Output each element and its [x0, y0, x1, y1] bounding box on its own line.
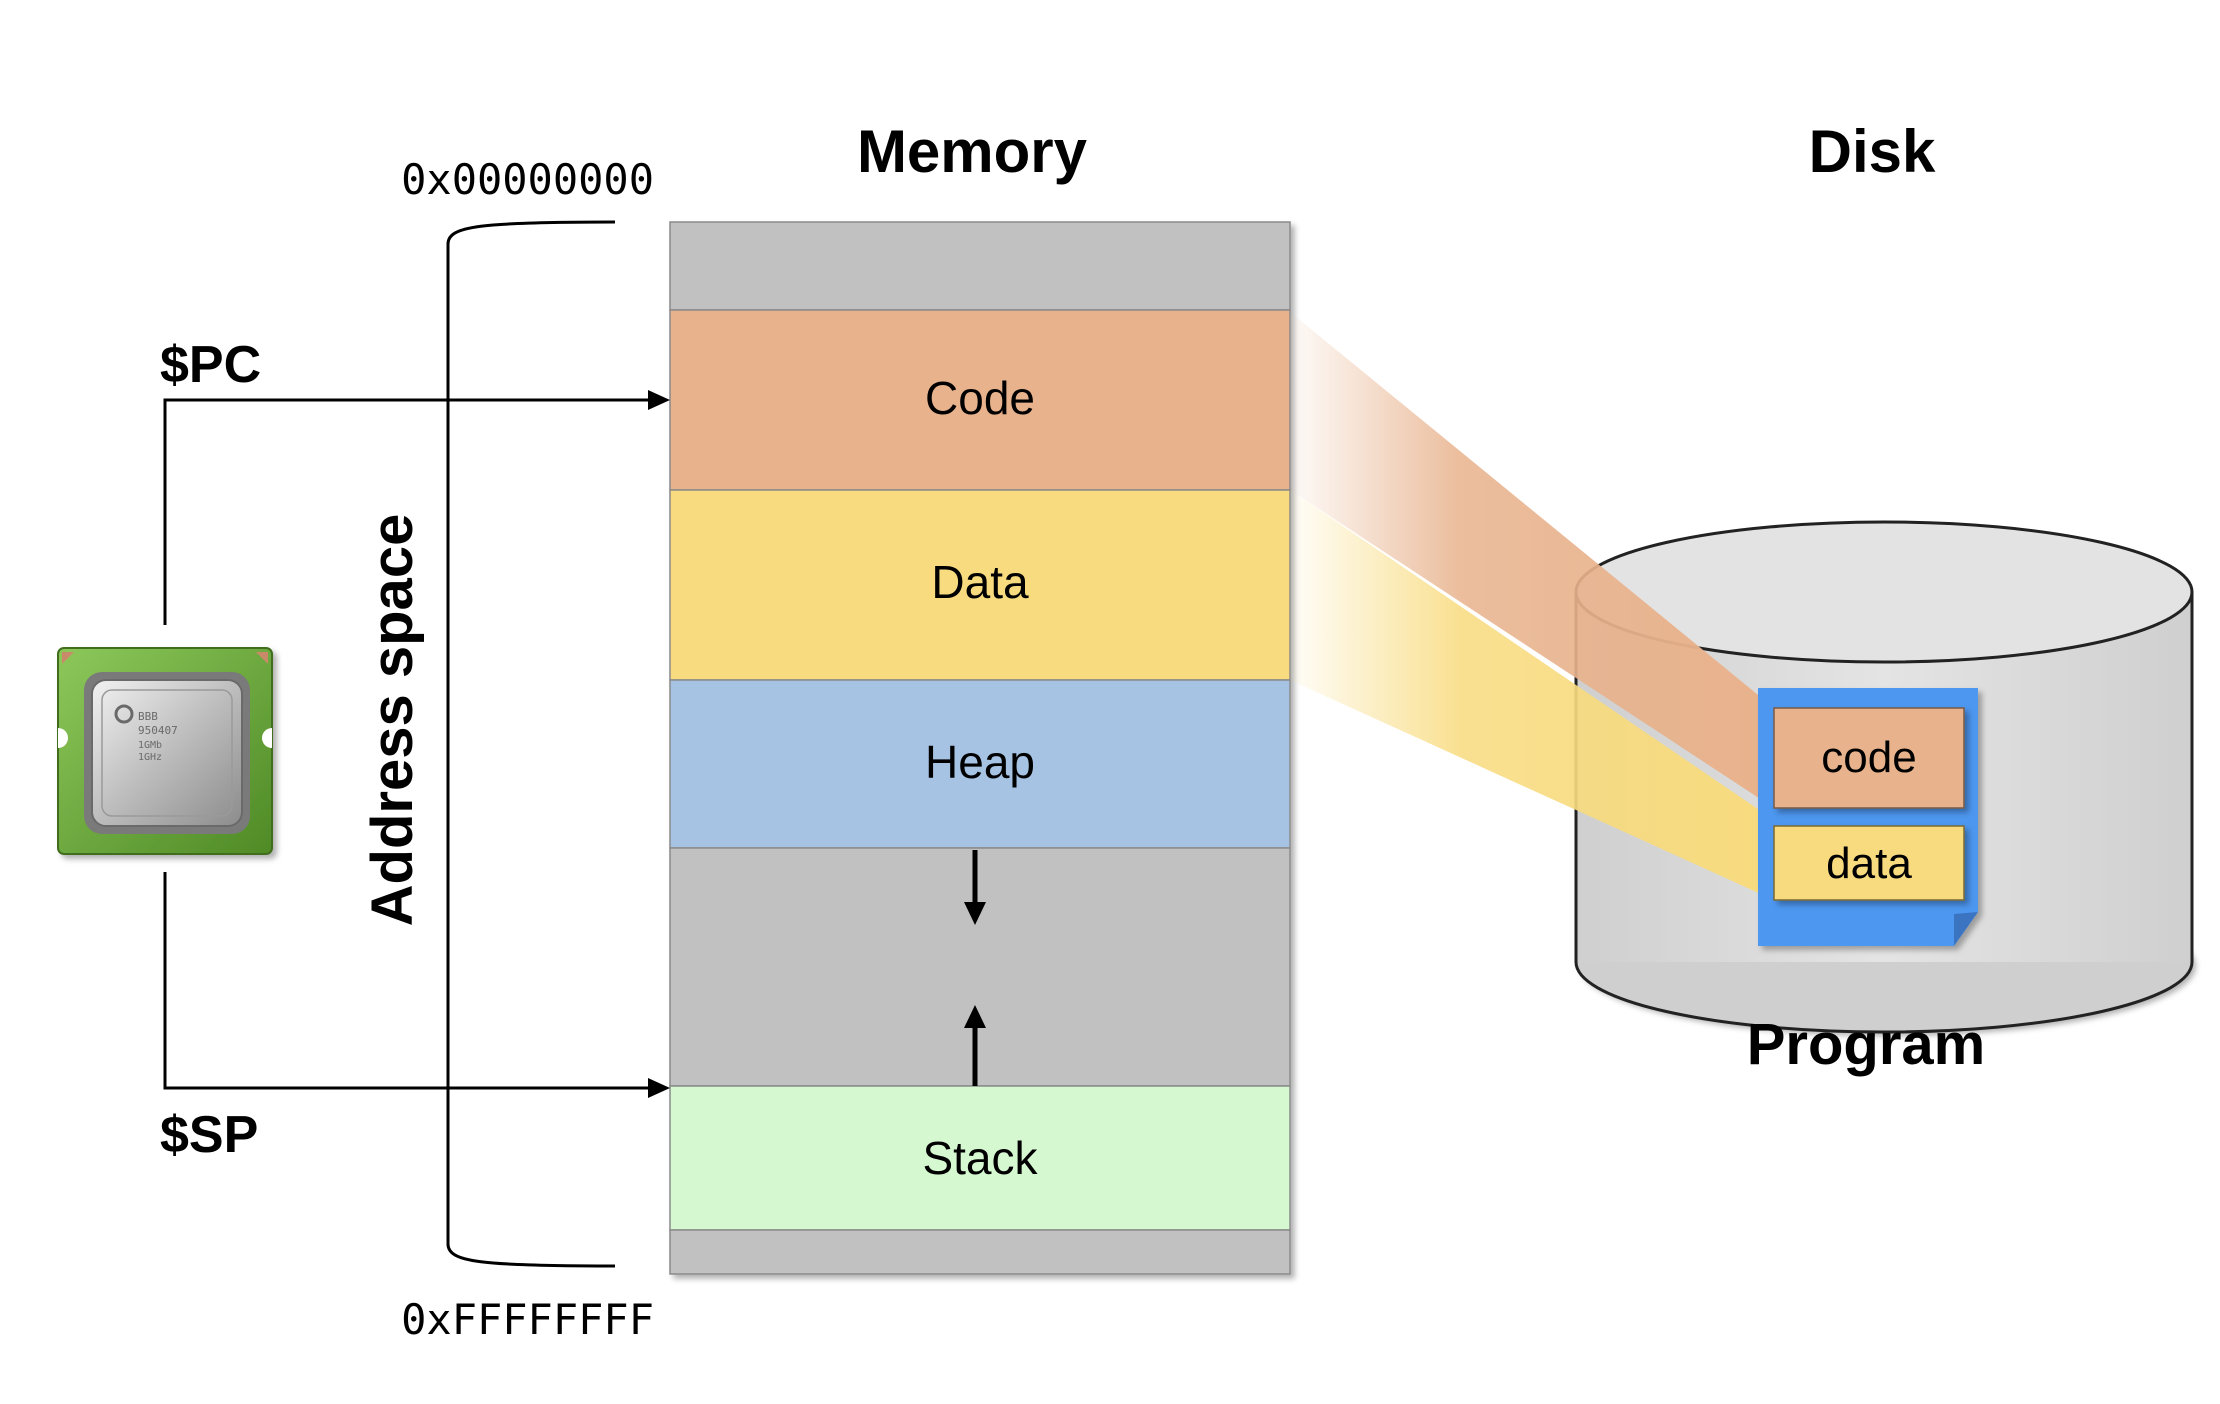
address-space-label: Address space [360, 514, 425, 927]
sp-pointer-arrowhead [648, 1078, 670, 1098]
pc-register-label: $PC [160, 336, 261, 394]
end-address-label: 0xFFFFFFFF [401, 1295, 654, 1344]
stack-segment [669, 1085, 1291, 1231]
chip-marking-line-3: 1GMb [138, 740, 162, 751]
code-mapping-beam [1290, 312, 1774, 808]
stack-segment-label: Stack [922, 1132, 1038, 1184]
pc-pointer-line [163, 398, 660, 625]
stack-growth-arrow [964, 1005, 986, 1086]
code-segment [669, 309, 1291, 491]
heap-growth-arrow [964, 850, 986, 925]
memory-top-unused [669, 221, 1291, 311]
memory-bottom-unused [669, 1229, 1291, 1275]
program-data-label: data [1826, 839, 1912, 888]
pc-pointer-arrowhead [648, 390, 670, 410]
cpu-chip-icon: BBB 950407 1GMb 1GHz [57, 647, 273, 855]
program-data-section [1773, 825, 1965, 901]
memory-column [669, 221, 1291, 1275]
memory-title: Memory [857, 118, 1088, 185]
sp-register-label: $SP [160, 1106, 258, 1164]
code-segment-label: Code [925, 372, 1035, 424]
free-space [669, 847, 1291, 1087]
program-code-label: code [1821, 733, 1916, 782]
data-segment-label: Data [931, 556, 1029, 608]
chip-marking-line-4: 1GHz [138, 752, 162, 763]
chip-marking-line-2: 950407 [138, 724, 178, 737]
sp-pointer-line [163, 872, 660, 1090]
program-label: Program [1747, 1012, 1986, 1077]
data-segment [669, 489, 1291, 681]
address-space-bracket [446, 220, 616, 1268]
heap-segment-label: Heap [925, 736, 1035, 788]
program-code-section [1773, 707, 1965, 809]
data-mapping-beam [1290, 490, 1774, 900]
disk-title: Disk [1809, 118, 1936, 185]
start-address-label: 0x00000000 [401, 155, 654, 204]
heap-segment [669, 679, 1291, 849]
chip-marking-line-1: BBB [138, 710, 158, 723]
